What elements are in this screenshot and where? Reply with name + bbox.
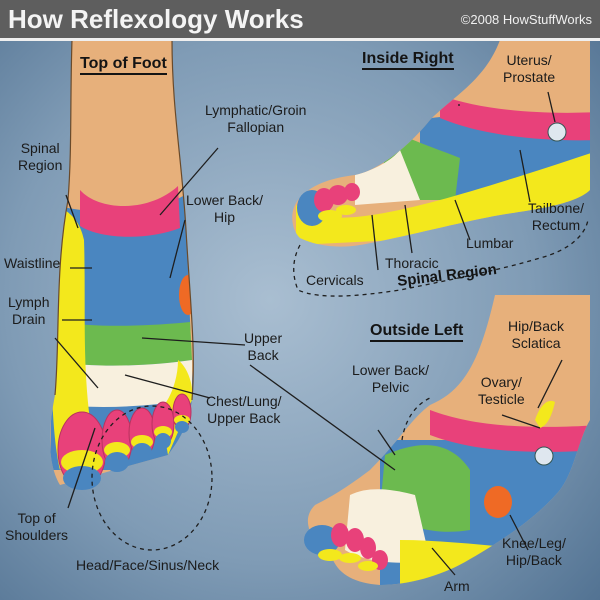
label-thoracic: Thoracic (385, 255, 439, 271)
label-lower-back-hip: Lower Back/Hip (186, 192, 264, 225)
label-knee-leg-hip-back: Knee/Leg/Hip/Back (502, 535, 566, 568)
label-lower-back-pelvic: Lower Back/Pelvic (352, 362, 430, 395)
label-tailbone-rectum: Tailbone/Rectum (528, 200, 585, 233)
label-head-face-sinus-neck: Head/Face/Sinus/Neck (76, 557, 220, 573)
label-ovary-testicle: Ovary/Testicle (478, 374, 525, 407)
copyright-notice: ©2008 HowStuffWorks (460, 12, 592, 27)
label-arm: Arm (444, 578, 470, 594)
title-bar: How Reflexology Works ©2008 HowStuffWork… (0, 0, 600, 41)
label-chest-lung-upper-back: Chest/Lung/Upper Back (206, 393, 282, 426)
section-title-inside-right: Inside Right (362, 50, 454, 70)
label-uterus-prostate: Uterus/Prostate (503, 52, 556, 85)
label-lumbar: Lumbar (466, 235, 514, 251)
label-cervicals: Cervicals (306, 272, 364, 288)
section-title-outside-left: Outside Left (370, 322, 464, 342)
leader-lines (54, 91, 563, 576)
inside-foot-toes (297, 183, 360, 226)
page-title: How Reflexology Works (8, 4, 304, 34)
section-title-top-of-foot: Top of Foot (80, 55, 167, 75)
label-waistline: Waistline (4, 255, 61, 271)
outside-foot-toes (304, 523, 388, 571)
